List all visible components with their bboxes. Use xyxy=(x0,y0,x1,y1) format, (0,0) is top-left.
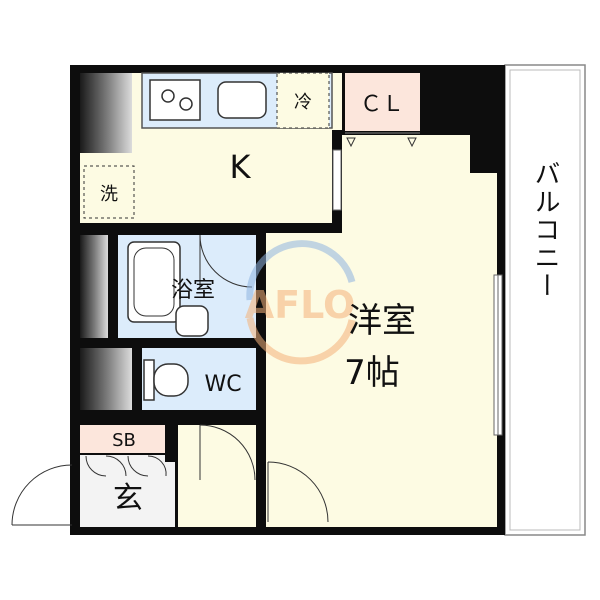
shoebox-door-left xyxy=(85,455,127,477)
closet-door-mark xyxy=(346,137,356,148)
shoebox-area xyxy=(80,425,165,453)
closet-label: ＣＬ xyxy=(360,92,404,117)
stove xyxy=(149,79,201,121)
watermark-arc-orange xyxy=(246,317,356,365)
entrance-door-swing xyxy=(11,464,73,526)
wall-entrance-right xyxy=(165,422,177,462)
pillar-top-left xyxy=(80,73,132,153)
entrance-label: 玄 xyxy=(113,481,143,516)
toilet-tank xyxy=(143,359,155,401)
aflo-watermark: AFLO xyxy=(245,240,356,365)
laundry-space xyxy=(83,165,135,219)
kitchen-label: K xyxy=(230,148,252,186)
pillar-corner xyxy=(470,73,497,173)
wall-closet-right xyxy=(420,73,470,135)
toilet-label: WC xyxy=(204,372,241,397)
balcony-area xyxy=(504,64,586,536)
pillar-bath-left xyxy=(80,235,108,338)
western-room-size: 7帖 xyxy=(344,353,400,393)
closet-door-mark xyxy=(407,137,417,148)
fridge-space xyxy=(276,72,330,129)
balcony-label: バルコニー xyxy=(530,160,560,300)
hall-area xyxy=(178,425,258,527)
entrance-area xyxy=(80,455,175,527)
burner-icon xyxy=(179,97,193,111)
shoebox-label: SB xyxy=(112,430,136,451)
kitchen-window xyxy=(332,149,342,211)
wall-wc-bottom xyxy=(80,410,266,422)
washbasin xyxy=(175,305,209,337)
toilet-bowl xyxy=(153,363,189,397)
western-room-label: 洋室 xyxy=(348,301,416,341)
sink xyxy=(217,81,267,119)
burner-icon xyxy=(161,89,175,103)
bathtub xyxy=(127,241,181,323)
room-door-swing xyxy=(267,461,329,523)
hall-door-swing xyxy=(199,424,256,481)
laundry-label: 洗 xyxy=(100,184,118,205)
balcony-inner-edge xyxy=(509,69,581,531)
watermark-text: AFLO xyxy=(245,283,356,327)
closet-area xyxy=(345,73,420,131)
watermark-arc-blue xyxy=(246,240,356,301)
fridge-label: 冷 xyxy=(294,92,312,113)
wall-corridor-left xyxy=(256,233,266,527)
bathtub-inner xyxy=(133,247,175,317)
wall-kitchen-bottom xyxy=(80,223,342,233)
pillar-wc-left xyxy=(80,348,132,410)
bath-label: 浴室 xyxy=(171,278,215,303)
bath-door-swing xyxy=(199,234,253,288)
wall-bath-bottom xyxy=(80,338,266,348)
shoebox-door-right xyxy=(127,455,167,477)
